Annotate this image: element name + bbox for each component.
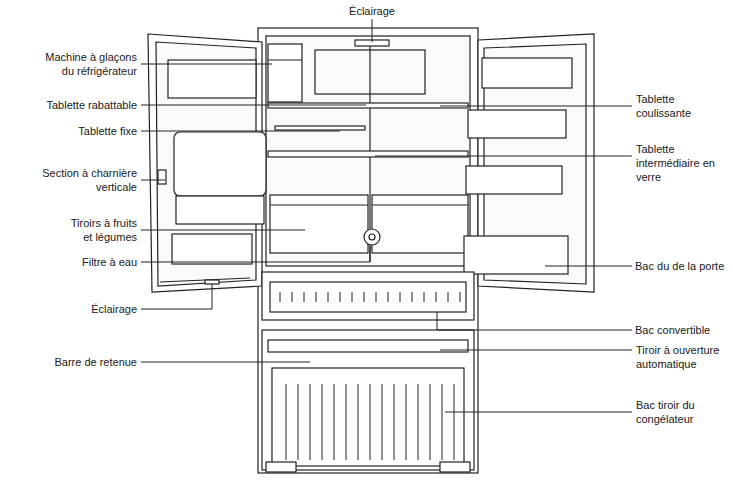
part-label: Bac tiroir du congélateur bbox=[636, 398, 704, 426]
part-label: Bac du de la porte bbox=[635, 259, 729, 273]
part-label: Tiroir à ouverture automatique bbox=[636, 343, 728, 371]
part-label: Éclairage bbox=[2, 302, 137, 316]
part-label: Tablette rabattable bbox=[2, 98, 137, 112]
part-label: Éclairage bbox=[337, 4, 407, 18]
part-label: Tablette fixe bbox=[2, 124, 137, 138]
part-label: Barre de retenue bbox=[2, 355, 137, 369]
part-label: Machine à glaçons du réfrigérateur bbox=[37, 50, 137, 78]
part-label: Bac convertible bbox=[635, 323, 729, 337]
part-label: Tablette intermédiaire en verre bbox=[636, 142, 720, 184]
part-label: Filtre à eau bbox=[2, 255, 137, 269]
part-label: Tablette coulissante bbox=[636, 92, 702, 120]
part-label: Section à charnière verticale bbox=[25, 166, 137, 194]
leader-lines bbox=[141, 19, 632, 412]
part-label: Tiroirs à fruits et légumes bbox=[60, 216, 137, 244]
